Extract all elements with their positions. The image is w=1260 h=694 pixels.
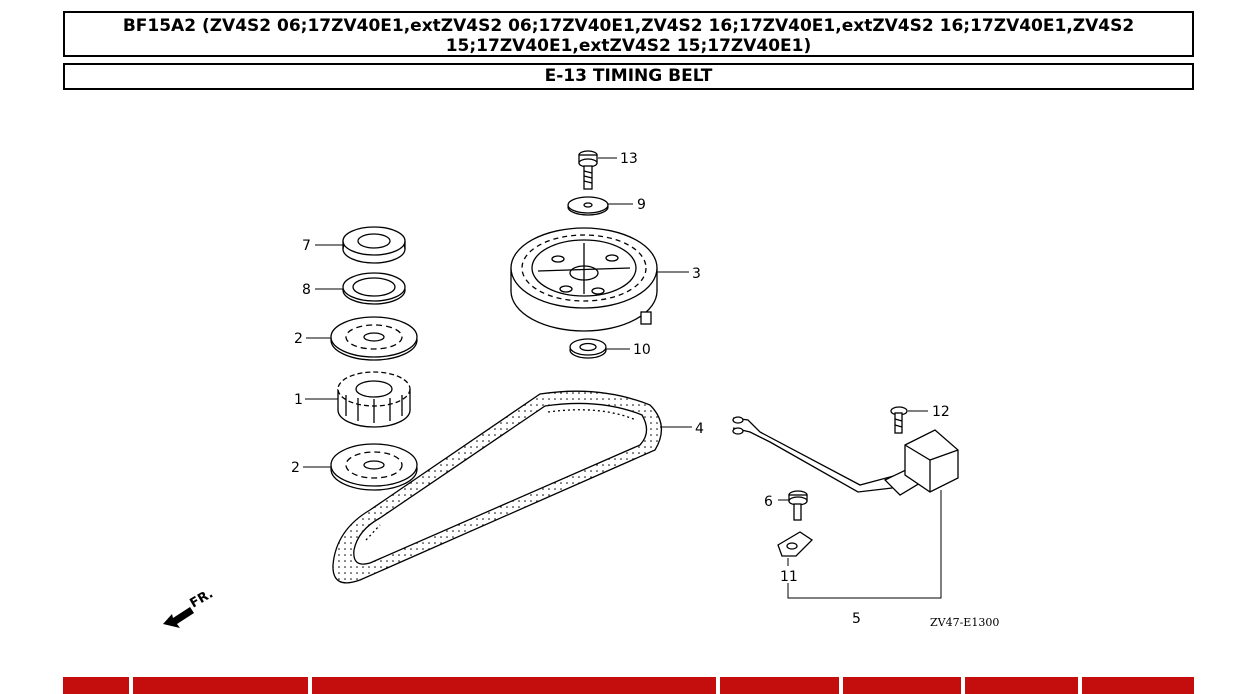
callout-6: 6 [764, 494, 773, 510]
washer-8[interactable] [342, 272, 406, 305]
timing-belt-4[interactable] [332, 390, 662, 584]
callout-12: 12 [932, 404, 950, 420]
crankshaft-pulley-1[interactable] [337, 371, 411, 428]
callout-7: 7 [302, 238, 311, 254]
screw-12[interactable] [890, 406, 908, 434]
bolt-6[interactable] [788, 490, 808, 521]
table-header-cell [63, 677, 129, 694]
drawing-code: ZV47-E1300 [930, 616, 999, 629]
callout-4: 4 [695, 421, 704, 437]
front-direction-label: FR. [188, 586, 216, 611]
callout-10: 10 [633, 342, 651, 358]
camshaft-pulley-3[interactable] [510, 227, 658, 332]
bolt-13[interactable] [578, 150, 598, 190]
guide-plate-2-lower[interactable] [330, 443, 418, 491]
nut-7[interactable] [342, 226, 406, 264]
table-header-cell [720, 677, 839, 694]
front-arrow-icon: FR. [163, 586, 216, 628]
callout-11: 11 [780, 569, 798, 585]
callout-8: 8 [302, 282, 311, 298]
clamp-11[interactable] [777, 531, 814, 557]
guide-plate-2-upper[interactable] [330, 316, 418, 361]
callout-1: 1 [294, 392, 303, 408]
callout-2-upper: 2 [294, 331, 303, 347]
page-title: BF15A2 (ZV4S2 06;17ZV40E1,extZV4S2 06;17… [63, 11, 1194, 57]
table-header-cell [312, 677, 716, 694]
callout-3: 3 [692, 266, 701, 282]
table-header-cell [965, 677, 1078, 694]
pulser-coil-5[interactable] [732, 416, 959, 496]
table-header-cell [1082, 677, 1194, 694]
callout-13: 13 [620, 151, 638, 167]
washer-10[interactable] [569, 338, 607, 359]
table-header-cell [843, 677, 961, 694]
callout-9: 9 [637, 197, 646, 213]
callout-2-lower: 2 [291, 460, 300, 476]
callout-5: 5 [852, 611, 861, 627]
section-title: E-13 TIMING BELT [63, 63, 1194, 90]
washer-9[interactable] [567, 196, 609, 216]
table-header-cell [133, 677, 308, 694]
